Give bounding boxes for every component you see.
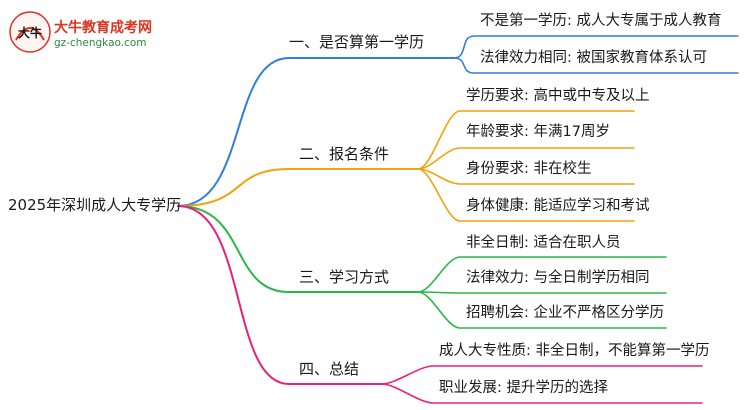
connector-root-branch-4 (177, 205, 290, 385)
mindmap-root: 2025年深圳成人大专学历 (8, 196, 182, 214)
logo-url: gz-chengkao.com (54, 37, 147, 49)
branch-study-mode: 三、学习方式 (299, 268, 390, 286)
connector-root-branch-2 (177, 168, 290, 207)
connector-leaf-2-1 (417, 110, 635, 170)
leaf-study-mode-1: 非全日制: 适合在职人员 (466, 235, 621, 251)
leaf-requirements-1: 学历要求: 高中或中专及以上 (466, 88, 650, 104)
logo-title: 大牛教育成考网 (54, 20, 152, 36)
connector-leaf-3-1 (417, 256, 667, 293)
leaf-requirements-3: 身份要求: 非在校生 (466, 161, 592, 177)
logo-mark-icon: 大牛 (8, 10, 52, 54)
connector-leaf-1-2 (453, 57, 739, 74)
connector-leaf-2-4 (417, 168, 635, 222)
connector-leaf-1-1 (453, 35, 739, 59)
leaf-requirements-2: 年龄要求: 年满17周岁 (466, 124, 610, 140)
connector-leaf-3-3 (417, 291, 667, 329)
connector-leaf-2-2 (417, 147, 635, 170)
connector-leaf-4-1 (381, 365, 703, 385)
leaf-requirements-4: 身体健康: 能适应学习和考试 (466, 198, 650, 214)
leaf-first-degree-2: 法律效力相同: 被国家教育体系认可 (480, 50, 707, 66)
site-logo: 大牛 大牛教育成考网 gz-chengkao.com (8, 10, 168, 54)
branch-summary: 四、总结 (299, 360, 360, 378)
connector-leaf-3-2 (417, 291, 667, 294)
leaf-study-mode-2: 法律效力: 与全日制学历相同 (466, 270, 650, 286)
logo-mark-text: 大牛 (18, 25, 42, 40)
leaf-study-mode-3: 招聘机会: 企业不严格区分学历 (466, 305, 664, 321)
connector-leaf-2-3 (417, 168, 635, 185)
branch-requirements: 二、报名条件 (299, 145, 390, 163)
connector-leaf-4-2 (381, 383, 703, 404)
leaf-summary-1: 成人大专性质: 非全日制，不能算第一学历 (439, 343, 710, 359)
connector-root-branch-3 (177, 205, 290, 293)
leaf-summary-2: 职业发展: 提升学历的选择 (439, 380, 608, 396)
leaf-first-degree-1: 不是第一学历: 成人大专属于成人教育 (480, 13, 722, 29)
branch-first-degree: 一、是否算第一学历 (289, 33, 425, 51)
connector-root-branch-1 (177, 57, 290, 207)
